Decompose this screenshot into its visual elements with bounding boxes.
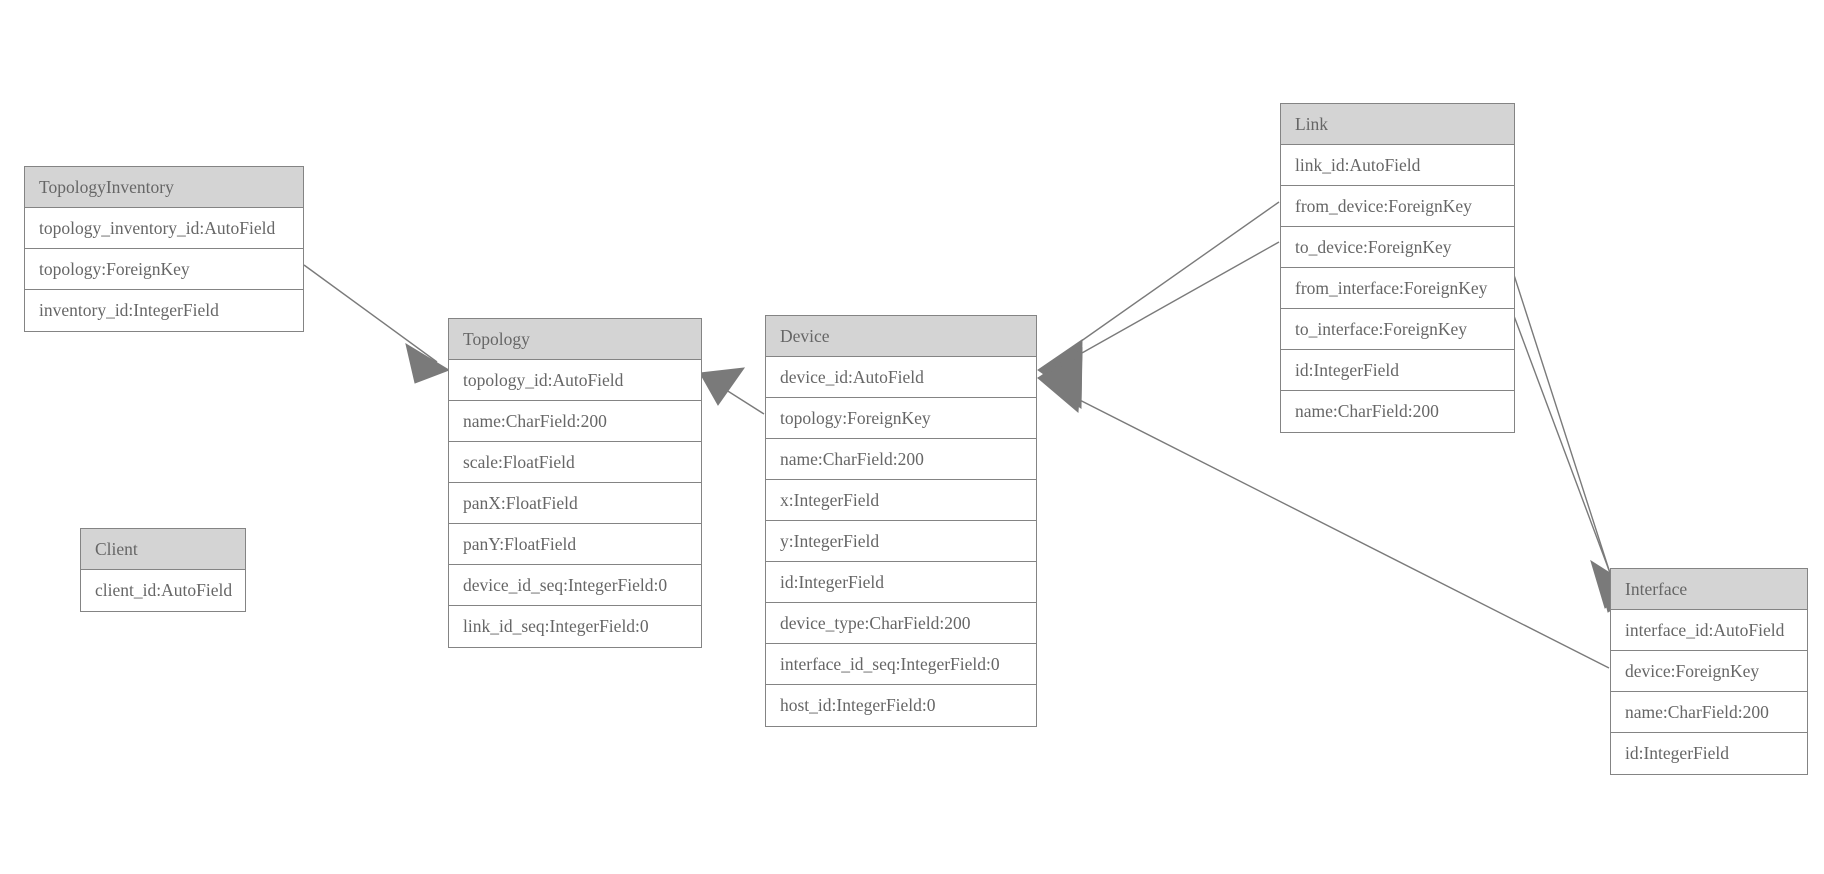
entity-field: id:IntegerField bbox=[1281, 350, 1514, 391]
relationship-link-from-interface bbox=[1513, 274, 1636, 609]
relationship-arrowhead bbox=[1037, 347, 1083, 409]
relationship-line bbox=[711, 380, 765, 415]
relationship-device-topology bbox=[699, 367, 765, 415]
relationship-line bbox=[1513, 274, 1620, 602]
relationship-line bbox=[303, 264, 438, 363]
entity-field: id:IntegerField bbox=[766, 562, 1036, 603]
entity-field: id:IntegerField bbox=[1611, 733, 1807, 774]
entity-title-link: Link bbox=[1281, 104, 1514, 145]
relationship-arrowhead bbox=[1037, 354, 1083, 414]
relationship-line bbox=[1049, 241, 1280, 372]
entity-field: panY:FloatField bbox=[449, 524, 701, 565]
entity-field: device_type:CharField:200 bbox=[766, 603, 1036, 644]
relationship-link-to-device bbox=[1037, 241, 1280, 409]
relationship-topologyinventory-topology bbox=[303, 264, 451, 384]
entity-field: to_interface:ForeignKey bbox=[1281, 309, 1514, 350]
entity-field: device:ForeignKey bbox=[1611, 651, 1807, 692]
entity-field: from_interface:ForeignKey bbox=[1281, 268, 1514, 309]
entity-field: topology:ForeignKey bbox=[25, 249, 303, 290]
entity-field: scale:FloatField bbox=[449, 442, 701, 483]
entity-title-topologyinventory: TopologyInventory bbox=[25, 167, 303, 208]
entity-field: topology:ForeignKey bbox=[766, 398, 1036, 439]
entity-field: to_device:ForeignKey bbox=[1281, 227, 1514, 268]
entity-field: name:CharField:200 bbox=[449, 401, 701, 442]
entity-field: topology_id:AutoField bbox=[449, 360, 701, 401]
entity-title-interface: Interface bbox=[1611, 569, 1807, 610]
entity-field: host_id:IntegerField:0 bbox=[766, 685, 1036, 726]
entity-field: from_device:ForeignKey bbox=[1281, 186, 1514, 227]
relationship-line bbox=[1049, 201, 1280, 364]
entity-field: link_id_seq:IntegerField:0 bbox=[449, 606, 701, 647]
entity-title-topology: Topology bbox=[449, 319, 701, 360]
entity-field: inventory_id:IntegerField bbox=[25, 290, 303, 331]
entity-field: name:CharField:200 bbox=[766, 439, 1036, 480]
entity-field: client_id:AutoField bbox=[81, 570, 245, 611]
entity-field: interface_id_seq:IntegerField:0 bbox=[766, 644, 1036, 685]
relationship-arrowhead bbox=[1037, 339, 1083, 401]
relationship-arrowhead bbox=[405, 342, 451, 384]
entity-field: y:IntegerField bbox=[766, 521, 1036, 562]
entity-field: device_id:AutoField bbox=[766, 357, 1036, 398]
entity-field: topology_inventory_id:AutoField bbox=[25, 208, 303, 249]
entity-field: panX:FloatField bbox=[449, 483, 701, 524]
entity-field: name:CharField:200 bbox=[1281, 391, 1514, 432]
entity-field: x:IntegerField bbox=[766, 480, 1036, 521]
entity-title-device: Device bbox=[766, 316, 1036, 357]
entity-title-client: Client bbox=[81, 529, 245, 570]
entity-field: device_id_seq:IntegerField:0 bbox=[449, 565, 701, 606]
relationship-link-from-device bbox=[1037, 201, 1280, 401]
relationship-arrowhead bbox=[699, 367, 746, 406]
entity-field: link_id:AutoField bbox=[1281, 145, 1514, 186]
relationship-line bbox=[1513, 315, 1623, 606]
entity-field: interface_id:AutoField bbox=[1611, 610, 1807, 651]
entity-field: name:CharField:200 bbox=[1611, 692, 1807, 733]
